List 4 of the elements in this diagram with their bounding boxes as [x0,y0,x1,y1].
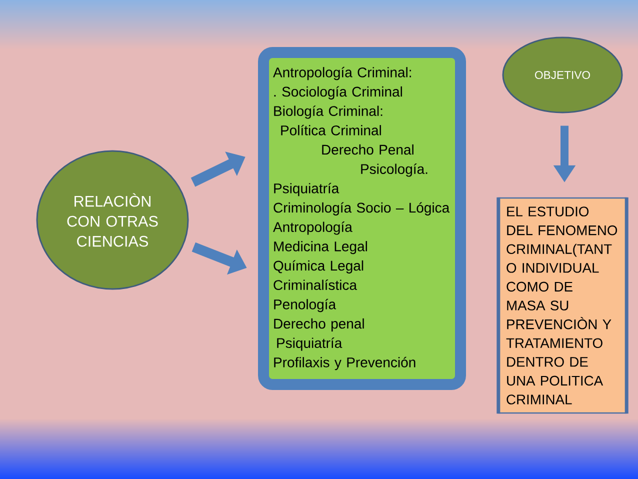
list-box: Antropología Criminal: . Sociología Criminal Biología Criminal: Política Criminal Derecho Penal Psicología. Psiquiatría Criminología Socio – Lógica Antropología Medicina Legal Química Legal Criminalística Penología Derecho penal Psiquiatría Profilaxis y Prevención [258,47,466,390]
text-box: EL ESTUDIO DEL FENOMENO CRIMINAL(TANT O INDIVIDUAL COMO DE MASA SU PREVENCIÒN Y TRATAMIENTO DENTRO DE UNA POLITICA CRIMINAL [496,197,628,414]
oval: RELACIÒN CON OTRAS CIENCIAS [36,150,189,290]
oval: OBJETIVO [502,36,623,114]
